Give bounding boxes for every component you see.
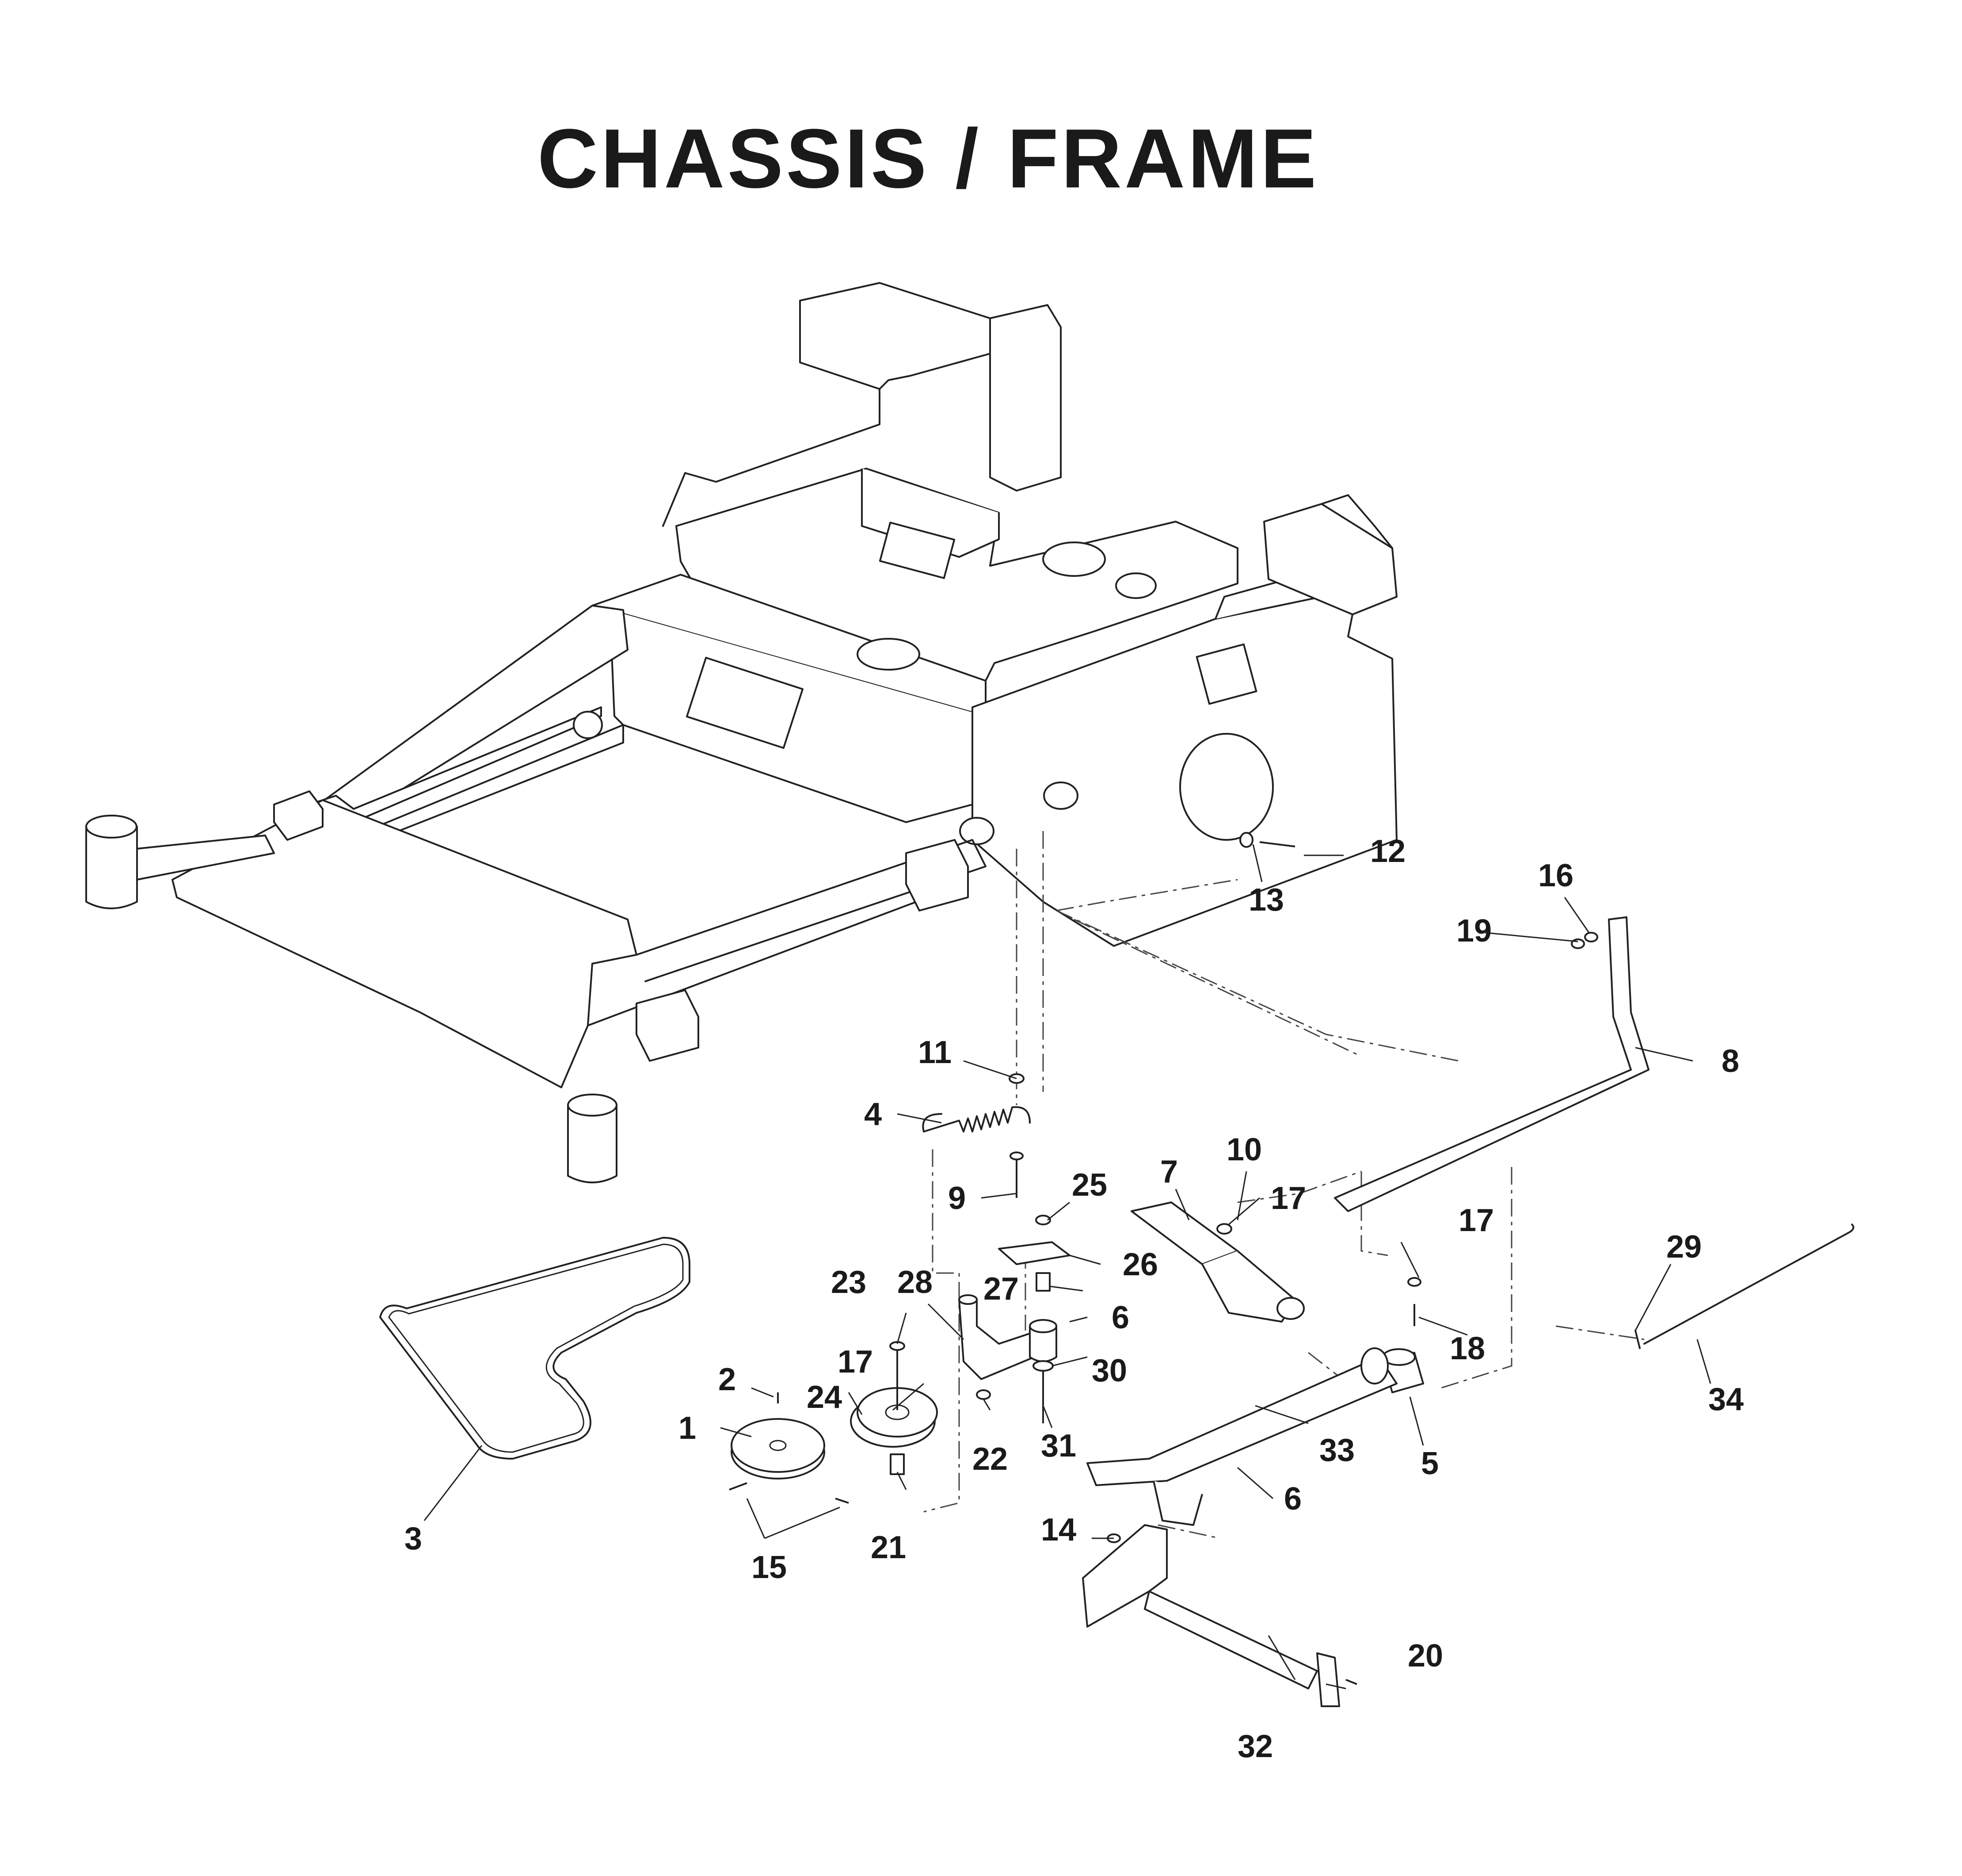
callout-10: 10 (1227, 1132, 1262, 1167)
callout-17b: 17 (1459, 1203, 1494, 1238)
callout-15: 15 (751, 1550, 787, 1585)
callout-6a: 6 (1112, 1300, 1129, 1335)
callout-8: 8 (1722, 1044, 1739, 1079)
callout-20: 20 (1408, 1638, 1443, 1674)
callout-14: 14 (1041, 1512, 1076, 1548)
callout-31: 31 (1041, 1428, 1076, 1464)
rear-brace (1334, 916, 1650, 1212)
callout-16: 16 (1538, 858, 1573, 893)
callout-6b: 6 (1284, 1481, 1302, 1517)
callout-9: 9 (948, 1181, 966, 1216)
callout-23: 23 (831, 1265, 866, 1300)
cross-shaft (1086, 1356, 1398, 1486)
callout-21: 21 (871, 1530, 906, 1565)
callout-7: 7 (1160, 1154, 1178, 1190)
callout-3: 3 (404, 1521, 422, 1556)
tension-spring (922, 1106, 1031, 1132)
callout-4: 4 (864, 1097, 882, 1132)
callout-27: 27 (983, 1271, 1019, 1307)
callout-33: 33 (1319, 1433, 1355, 1468)
callout-22: 22 (972, 1441, 1008, 1477)
leader-lines (423, 844, 1711, 1689)
link-rod (1643, 1224, 1855, 1345)
chassis-frame (85, 282, 1398, 1183)
callout-11: 11 (918, 1035, 952, 1070)
callout-13: 13 (1249, 882, 1284, 918)
lift-arm (1082, 1524, 1168, 1628)
components (379, 832, 1855, 1707)
callout-29: 29 (1666, 1229, 1702, 1265)
callout-19: 19 (1456, 913, 1492, 949)
callout-26: 26 (1123, 1247, 1158, 1282)
callout-labels: 1 2 3 4 5 6 6 7 8 9 10 11 12 13 14 15 16… (404, 834, 1744, 1764)
callout-30: 30 (1092, 1353, 1127, 1388)
diagram-title: CHASSIS / FRAME (537, 112, 1319, 206)
callout-17c: 17 (838, 1344, 873, 1380)
callout-32: 32 (1238, 1729, 1273, 1764)
callout-12: 12 (1370, 834, 1406, 869)
callout-24: 24 (807, 1380, 842, 1415)
callout-17a: 17 (1271, 1181, 1306, 1216)
callout-5: 5 (1421, 1446, 1439, 1481)
callout-1: 1 (678, 1411, 696, 1446)
drive-belt (379, 1237, 690, 1460)
callout-25: 25 (1072, 1167, 1107, 1203)
callout-28: 28 (897, 1265, 933, 1300)
callout-18: 18 (1450, 1331, 1485, 1366)
callout-2: 2 (718, 1362, 736, 1397)
callout-34: 34 (1708, 1382, 1744, 1417)
